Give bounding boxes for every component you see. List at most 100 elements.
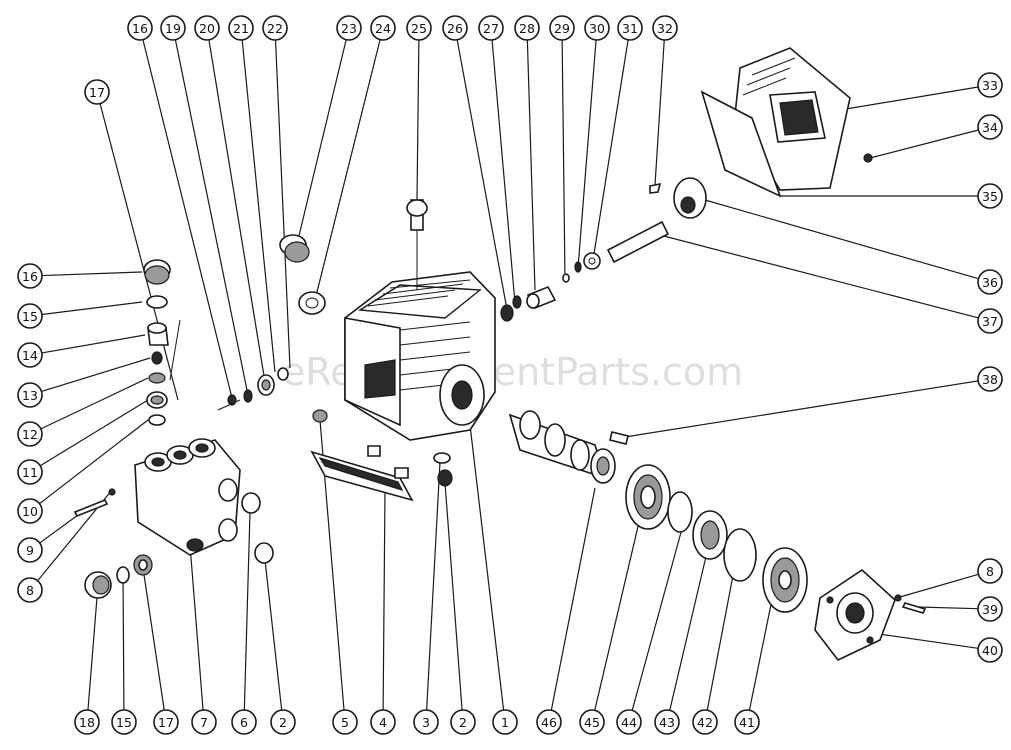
leader-line-c29 <box>561 39 566 281</box>
leader-line-c30 <box>577 39 597 269</box>
callout-number: 16 <box>132 21 148 36</box>
callout-number: 22 <box>267 21 283 36</box>
callout-number: 32 <box>657 21 673 36</box>
leader-line-c43 <box>669 547 709 711</box>
manifold-plugs <box>241 492 274 564</box>
callout-number: 2 <box>279 715 287 730</box>
leader-line-c39 <box>917 606 979 610</box>
callout-circle <box>977 366 1003 392</box>
callout-c33: 33 <box>977 72 1003 98</box>
leader-line-c3 <box>426 461 441 711</box>
leader-line-c41 <box>748 584 776 711</box>
callout-circle <box>160 15 186 41</box>
callout-circle <box>17 421 43 447</box>
callout-number: 23 <box>341 21 357 36</box>
callout-circle <box>492 709 518 735</box>
callout-circle <box>336 15 362 41</box>
callout-circle <box>74 709 100 735</box>
callout-c5: 5 <box>332 709 358 735</box>
leader-line-c25 <box>416 39 420 201</box>
callout-circle <box>194 15 220 41</box>
callout-c17a: 17 <box>84 79 110 105</box>
callout-circle <box>406 15 432 41</box>
callout-c16a: 16 <box>127 15 153 41</box>
leader-line-c45 <box>594 517 641 711</box>
leader-line-c37 <box>659 234 979 319</box>
callout-number: 21 <box>233 21 249 36</box>
manifold-bolt <box>73 488 116 518</box>
callout-circle <box>17 263 43 289</box>
leader-line-c26 <box>456 39 509 316</box>
callout-c11: 11 <box>17 459 43 485</box>
callout-c22: 22 <box>262 15 288 41</box>
callout-number: 34 <box>982 120 998 135</box>
callout-circle <box>654 709 680 735</box>
callout-c9: 9 <box>17 537 43 563</box>
leader-line-c14 <box>41 334 146 354</box>
leader-line-c12 <box>40 377 149 430</box>
callout-circle <box>413 709 439 735</box>
callout-circle <box>734 709 760 735</box>
valve-stack <box>143 259 171 426</box>
callout-number: 19 <box>165 21 181 36</box>
piston-seals <box>500 252 601 322</box>
callout-circle <box>17 537 43 563</box>
callout-c18: 18 <box>74 709 100 735</box>
callout-c21: 21 <box>228 15 254 41</box>
callout-circle <box>450 709 476 735</box>
callout-c3: 3 <box>413 709 439 735</box>
callout-c14: 14 <box>17 342 43 368</box>
callout-circle <box>191 709 217 735</box>
callout-number: 25 <box>411 21 427 36</box>
callout-number: 8 <box>986 564 994 579</box>
callout-c16b: 16 <box>17 263 43 289</box>
callout-circle <box>977 114 1003 140</box>
leader-line-c32 <box>654 39 665 186</box>
connecting-rod <box>606 177 707 264</box>
callout-c24: 24 <box>370 15 396 41</box>
callout-circle <box>977 637 1003 663</box>
callout-c46: 46 <box>536 709 562 735</box>
leader-line-c46 <box>550 487 596 711</box>
callout-c31: 31 <box>617 15 643 41</box>
callout-number: 31 <box>622 21 638 36</box>
callout-number: 35 <box>982 189 998 204</box>
callout-c10: 10 <box>17 498 43 524</box>
leader-line-c17b <box>142 567 165 711</box>
callout-number: 45 <box>584 715 600 730</box>
callout-circle <box>514 15 540 41</box>
callout-number: 41 <box>739 715 755 730</box>
callout-c17b: 17 <box>153 709 179 735</box>
leader-line-c1 <box>469 424 505 711</box>
callout-circle <box>584 15 610 41</box>
callout-c27: 27 <box>478 15 504 41</box>
callout-number: 4 <box>379 715 387 730</box>
leader-line-c23 <box>296 39 347 245</box>
leader-line-c22 <box>274 39 291 369</box>
callout-c8b: 8 <box>977 558 1003 584</box>
callout-circle <box>127 15 153 41</box>
leader-line-c2b <box>444 482 463 711</box>
callout-circle <box>977 72 1003 98</box>
callout-c7: 7 <box>191 709 217 735</box>
callout-number: 13 <box>22 388 38 403</box>
leader-line-c11 <box>39 399 149 467</box>
leader-line-c2a <box>264 559 283 711</box>
leader-line-c9 <box>39 514 79 544</box>
callout-c13: 13 <box>17 382 43 408</box>
callout-number: 10 <box>22 504 38 519</box>
callout-number: 33 <box>982 78 998 93</box>
callout-circle <box>652 15 678 41</box>
callout-circle <box>17 498 43 524</box>
callout-circle <box>17 577 43 603</box>
callout-c42: 42 <box>692 709 718 735</box>
callout-number: 26 <box>447 21 463 36</box>
callout-number: 29 <box>554 21 570 36</box>
callout-circle <box>231 709 257 735</box>
callout-circle <box>549 15 575 41</box>
callout-c19: 19 <box>160 15 186 41</box>
callout-c6: 6 <box>231 709 257 735</box>
callout-number: 20 <box>199 21 215 36</box>
callout-number: 44 <box>621 715 637 730</box>
